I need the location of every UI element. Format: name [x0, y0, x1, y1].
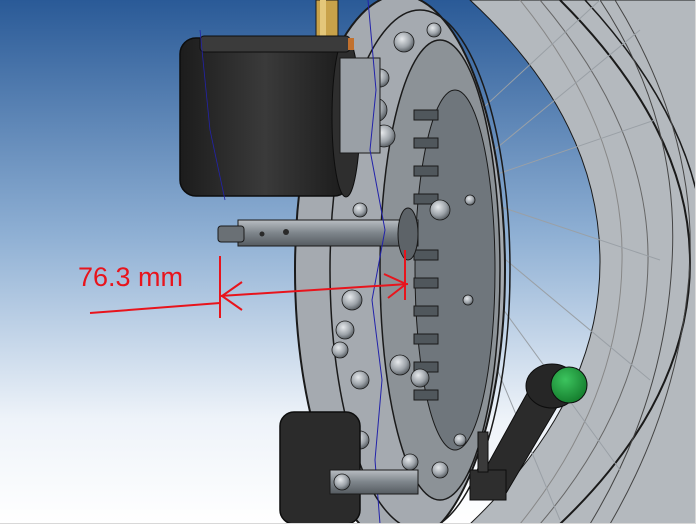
measurement-label[interactable]: 76.3 mm — [78, 262, 184, 292]
measurement-dimension[interactable] — [89, 250, 409, 318]
dimension-arrow-left — [220, 281, 243, 311]
bracket-block-icon[interactable] — [279, 411, 419, 524]
dimension-leader-line — [89, 302, 221, 314]
dimension-line — [219, 283, 409, 297]
construction-line — [199, 0, 386, 523]
axle-pin-icon[interactable] — [217, 207, 419, 261]
motor-cylinder-icon[interactable] — [179, 35, 381, 198]
lever-knob-icon[interactable] — [469, 363, 588, 501]
